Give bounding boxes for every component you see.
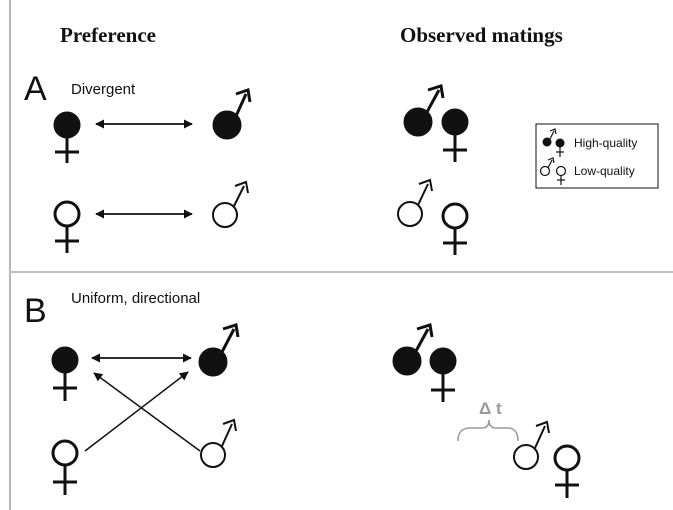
mating-pair-high-quality-icon [403,84,469,162]
panel-a-label: Divergent [71,81,136,98]
heading-observed-matings: Observed matings [400,23,563,47]
panel-a-letter: A [24,70,47,108]
mating-pair-high-quality-icon [392,323,457,402]
mating-pair-low-quality-icon [397,178,469,255]
female-low-quality-icon [51,439,79,495]
legend: High-quality Low-quality [535,123,659,189]
male-low-quality-icon [212,180,249,228]
delta-t-bracket [457,419,519,442]
male-high-quality-icon [198,323,240,377]
heading-preference: Preference [60,23,156,47]
preference-arrow-low-male-to-high-female [93,372,201,452]
female-high-quality-icon [53,111,81,163]
preference-arrow-low-female-to-high-male [84,371,189,452]
legend-high-quality-label: High-quality [574,136,637,150]
legend-low-quality-icon [539,157,567,185]
male-low-quality-icon [200,418,237,468]
panel-b-letter: B [24,292,47,330]
delta-t-label: Δ t [479,399,502,418]
panel-b-label: Uniform, directional [71,290,200,307]
legend-high-quality-icon [542,128,565,157]
female-low-quality-icon [53,200,81,253]
female-high-quality-icon [51,346,79,401]
legend-low-quality-label: Low-quality [574,164,635,178]
male-high-quality-icon [212,88,252,140]
mating-pair-low-quality-icon [513,420,581,498]
